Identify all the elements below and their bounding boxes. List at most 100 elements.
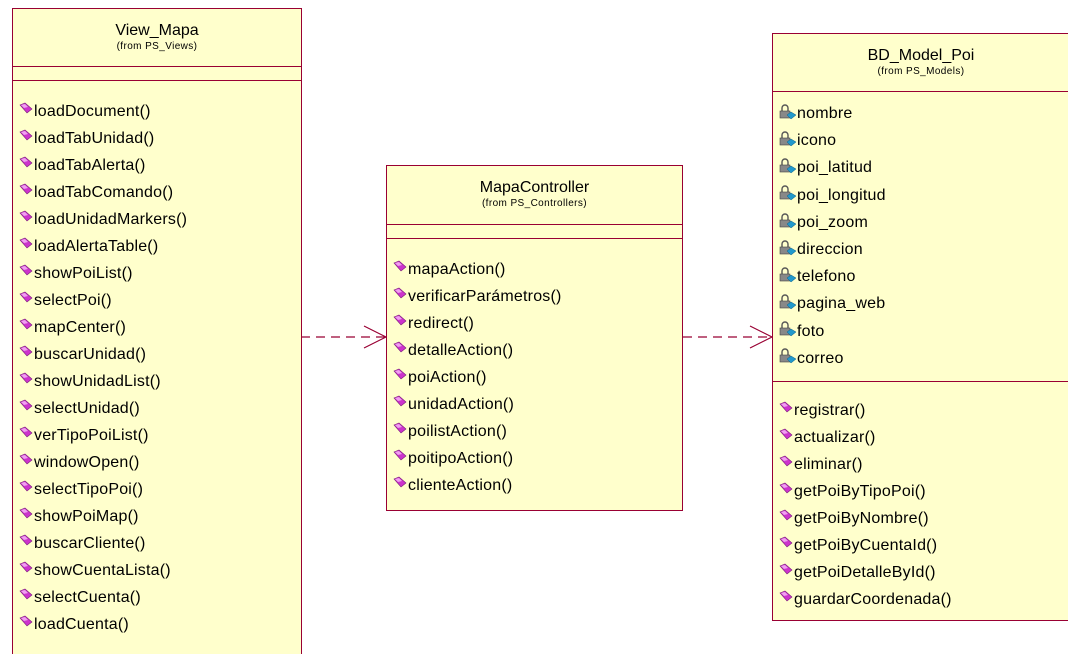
public-operation-icon	[19, 507, 33, 519]
operation-row[interactable]: getPoiByCuentaId()	[773, 532, 1068, 559]
attribute-name: direccion	[797, 240, 863, 258]
attribute-name: nombre	[797, 105, 853, 122]
public-operation-icon	[393, 341, 407, 353]
operation-row[interactable]: verTipoPoiList()	[13, 422, 301, 449]
attribute-row[interactable]: telefono	[773, 263, 1068, 290]
operation-row[interactable]: selectPoi()	[13, 287, 301, 314]
public-operation-icon	[393, 314, 407, 326]
operation-row[interactable]: windowOpen()	[13, 449, 301, 476]
public-operation-icon	[19, 480, 33, 492]
attribute-row[interactable]: nombre	[773, 100, 1068, 127]
operation-row[interactable]: loadDocument()	[13, 98, 301, 125]
operation-row[interactable]: selectUnidad()	[13, 395, 301, 422]
operation-row[interactable]: loadAlertaTable()	[13, 233, 301, 260]
attributes-list: nombre icono poi_latitud poi_longitud poi_zo…	[773, 100, 1068, 372]
private-attribute-icon	[779, 240, 797, 256]
operations-separator	[387, 238, 682, 239]
attribute-row[interactable]: poi_longitud	[773, 182, 1068, 209]
public-operation-icon	[393, 422, 407, 434]
operation-row[interactable]: clienteAction()	[387, 472, 682, 499]
operation-name: buscarCliente()	[34, 535, 146, 552]
operation-row[interactable]: selectCuenta()	[13, 584, 301, 611]
operation-name: detalleAction()	[408, 342, 514, 359]
public-operation-icon	[19, 264, 33, 276]
operation-name: loadDocument()	[34, 103, 151, 120]
public-operation-icon	[19, 561, 33, 573]
attribute-name: poi_longitud	[797, 186, 886, 204]
operation-name: mapCenter()	[34, 319, 127, 336]
operation-row[interactable]: buscarCliente()	[13, 530, 301, 557]
operations-separator	[13, 80, 301, 81]
operation-row[interactable]: mapCenter()	[13, 314, 301, 341]
operation-row[interactable]: actualizar()	[773, 424, 1068, 451]
attribute-row[interactable]: direccion	[773, 236, 1068, 263]
operation-row[interactable]: showPoiList()	[13, 260, 301, 287]
operation-row[interactable]: loadTabComando()	[13, 179, 301, 206]
operation-row[interactable]: poitipoAction()	[387, 445, 682, 472]
operation-name: getPoiByNombre()	[794, 510, 929, 527]
class-view-mapa[interactable]: View_Mapa (from PS_Views) loadDocument()…	[12, 8, 302, 654]
operation-row[interactable]: loadTabAlerta()	[13, 152, 301, 179]
operation-row[interactable]: getPoiDetalleById()	[773, 559, 1068, 586]
public-operation-icon	[779, 536, 793, 548]
operation-row[interactable]: poiAction()	[387, 364, 682, 391]
operation-row[interactable]: verificarParámetros()	[387, 283, 682, 310]
attribute-row[interactable]: pagina_web	[773, 290, 1068, 317]
operation-name: showUnidadList()	[34, 373, 161, 390]
attribute-name: icono	[797, 132, 837, 150]
operation-row[interactable]: getPoiByTipoPoi()	[773, 478, 1068, 505]
operation-name: getPoiByTipoPoi()	[794, 483, 926, 500]
private-attribute-icon	[779, 267, 797, 283]
operation-name: showPoiMap()	[34, 508, 139, 525]
attribute-row[interactable]: foto	[773, 318, 1068, 345]
operation-name: verificarParámetros()	[408, 288, 562, 305]
public-operation-icon	[19, 399, 33, 411]
operation-name: selectPoi()	[34, 292, 112, 309]
operation-name: showCuentaLista()	[34, 562, 171, 579]
operation-row[interactable]: detalleAction()	[387, 337, 682, 364]
operation-row[interactable]: unidadAction()	[387, 391, 682, 418]
public-operation-icon	[19, 156, 33, 168]
operation-name: getPoiByCuentaId()	[794, 537, 938, 554]
attribute-row[interactable]: poi_zoom	[773, 209, 1068, 236]
operation-name: loadAlertaTable()	[34, 238, 159, 255]
public-operation-icon	[393, 368, 407, 380]
operation-row[interactable]: selectTipoPoi()	[13, 476, 301, 503]
operation-row[interactable]: poilistAction()	[387, 418, 682, 445]
class-header: View_Mapa (from PS_Views)	[13, 9, 301, 53]
class-mapa-controller[interactable]: MapaController (from PS_Controllers) map…	[386, 165, 683, 511]
operations-list: loadDocument() loadTabUnidad()loadTabAler…	[13, 98, 301, 638]
operation-row[interactable]: guardarCoordenada()	[773, 586, 1068, 613]
operation-row[interactable]: showCuentaLista()	[13, 557, 301, 584]
operation-name: verTipoPoiList()	[34, 427, 149, 444]
operation-name: poilistAction()	[408, 423, 508, 440]
operation-row[interactable]: redirect()	[387, 310, 682, 337]
public-operation-icon	[19, 237, 33, 249]
operation-row[interactable]: mapaAction()	[387, 256, 682, 283]
operation-row[interactable]: showUnidadList()	[13, 368, 301, 395]
public-operation-icon	[19, 129, 33, 141]
operation-row[interactable]: showPoiMap()	[13, 503, 301, 530]
operation-row[interactable]: getPoiByNombre()	[773, 505, 1068, 532]
attribute-row[interactable]: correo	[773, 345, 1068, 372]
attribute-row[interactable]: icono	[773, 127, 1068, 154]
private-attribute-icon	[779, 131, 797, 147]
public-operation-icon	[19, 588, 33, 600]
operation-row[interactable]: buscarUnidad()	[13, 341, 301, 368]
operation-row[interactable]: eliminar()	[773, 451, 1068, 478]
attributes-separator	[387, 224, 682, 225]
operation-row[interactable]: loadUnidadMarkers()	[13, 206, 301, 233]
private-attribute-icon	[779, 185, 797, 201]
public-operation-icon	[19, 372, 33, 384]
public-operation-icon	[19, 615, 33, 627]
operation-row[interactable]: loadCuenta()	[13, 611, 301, 638]
attribute-row[interactable]: poi_latitud	[773, 154, 1068, 181]
operation-name: unidadAction()	[408, 396, 514, 413]
operation-row[interactable]: registrar()	[773, 397, 1068, 424]
public-operation-icon	[393, 395, 407, 407]
operation-name: loadCuenta()	[34, 616, 129, 633]
public-operation-icon	[779, 590, 793, 602]
attribute-name: poi_zoom	[797, 213, 868, 231]
operation-row[interactable]: loadTabUnidad()	[13, 125, 301, 152]
